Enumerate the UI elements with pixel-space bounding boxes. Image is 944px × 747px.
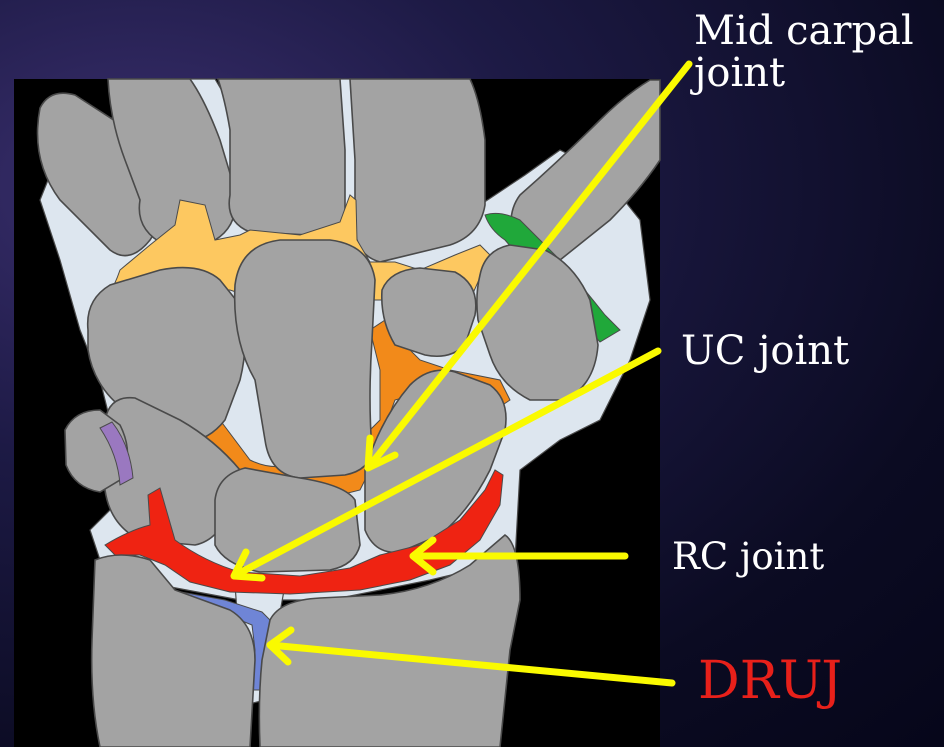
metacarpal-2 <box>350 79 485 262</box>
metacarpal-3 <box>218 79 345 235</box>
label-rc-joint: RC joint <box>672 538 824 577</box>
trapezoid <box>382 268 476 356</box>
label-mid-carpal-joint: Mid carpal joint <box>694 10 934 94</box>
label-uc-joint: UC joint <box>681 330 849 372</box>
label-druj: DRUJ <box>698 654 842 709</box>
